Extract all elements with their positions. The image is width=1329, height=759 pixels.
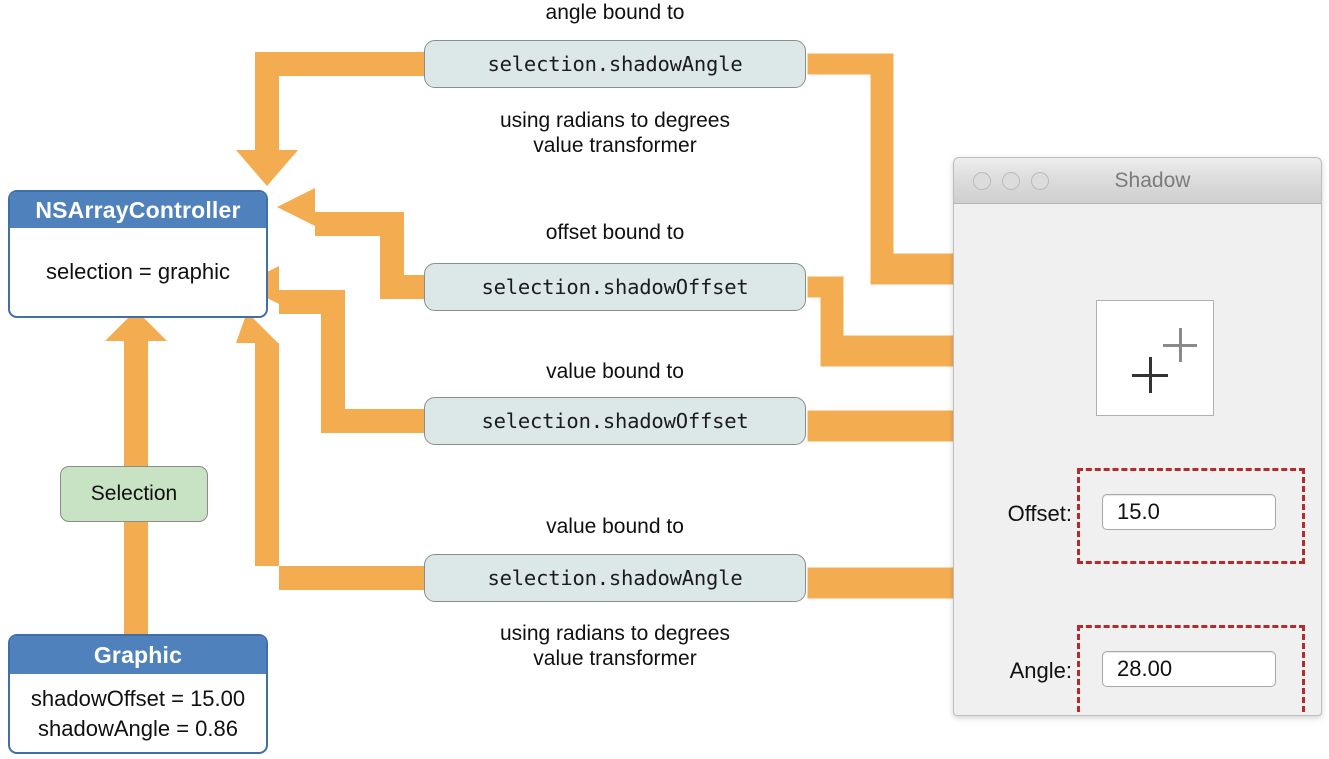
shadow-window[interactable]: Shadow Offset: 15.0 Angle: 28.00: [953, 157, 1322, 716]
arrow-offset-value-to-controller: [241, 266, 424, 433]
window-content: Offset: 15.0 Angle: 28.00: [954, 204, 1321, 715]
offset-field-label: Offset:: [1007, 501, 1072, 526]
graphic-node: Graphic shadowOffset = 15.00 shadowAngle…: [8, 634, 268, 754]
graphic-body: shadowOffset = 15.00 shadowAngle = 0.86: [10, 674, 266, 752]
offset-value-binding-keypath: selection.shadowOffset: [424, 397, 806, 445]
arrow-offset-binding-to-controller: [277, 188, 424, 299]
nsarraycontroller-body-line-1: selection = graphic: [45, 259, 231, 284]
nsarraycontroller-node: NSArrayController selection = graphic: [8, 190, 268, 318]
graphic-body-line-2: shadowAngle = 0.86: [38, 716, 238, 741]
nsarraycontroller-title: NSArrayController: [10, 192, 266, 228]
angle-value-binding-caption-above: value bound to: [546, 515, 684, 538]
angle-value-binding-caption-below: using radians to degrees value transform…: [500, 622, 730, 670]
arrow-angle-value-to-controller: [236, 312, 424, 590]
window-titlebar[interactable]: Shadow: [954, 158, 1321, 204]
minimize-button[interactable]: [1002, 171, 1020, 190]
graphic-title: Graphic: [10, 636, 266, 674]
offset-binding-keypath: selection.shadowOffset: [424, 263, 806, 311]
offset-binding-caption-above: offset bound to: [545, 221, 685, 244]
main-cross-icon: [1132, 357, 1168, 393]
angle-field-label: Angle:: [1009, 658, 1072, 683]
close-button[interactable]: [973, 171, 991, 190]
selection-relationship-label: Selection: [60, 466, 208, 522]
traffic-light-group: [973, 171, 1049, 190]
shadow-cross-icon: [1163, 328, 1197, 362]
arrow-angle-binding-to-controller: [236, 52, 424, 186]
graphic-body-line-1: shadowOffset = 15.00: [30, 686, 246, 711]
angle-field-highlight: [1077, 625, 1305, 715]
offset-value-binding-caption-above: value bound to: [546, 360, 684, 383]
angle-binding-keypath: selection.shadowAngle: [424, 40, 806, 88]
angle-value-binding-keypath: selection.shadowAngle: [424, 554, 806, 602]
angle-field[interactable]: 28.00: [1102, 651, 1276, 687]
shadow-preview[interactable]: [1096, 300, 1214, 416]
angle-binding-caption-above: angle bound to: [545, 1, 685, 24]
offset-field[interactable]: 15.0: [1102, 494, 1276, 530]
zoom-button[interactable]: [1031, 171, 1049, 190]
nsarraycontroller-body: selection = graphic: [10, 228, 266, 316]
offset-field-highlight: [1077, 468, 1305, 564]
angle-binding-caption-below: using radians to degrees value transform…: [500, 109, 730, 157]
